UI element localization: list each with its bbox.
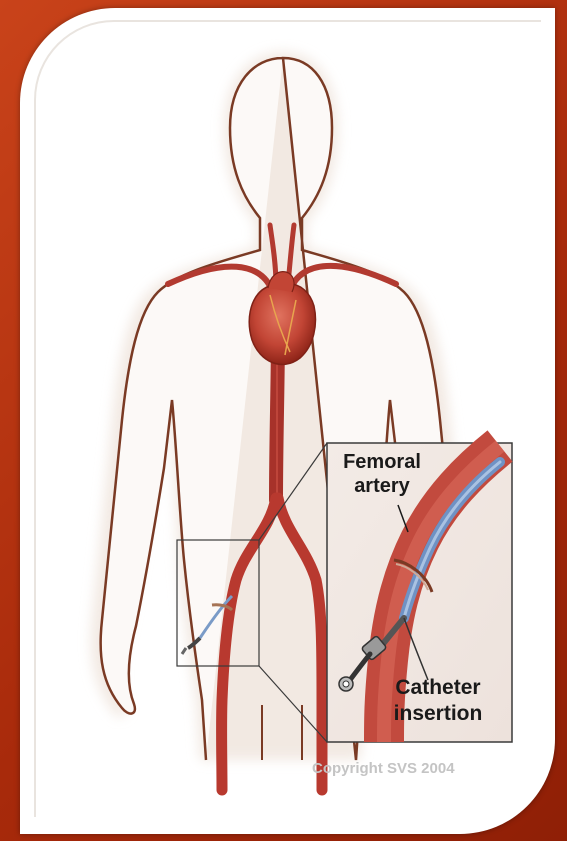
catheter-insertion-label-line1: Catheter — [378, 676, 498, 700]
femoral-artery-label-line2: artery — [332, 475, 432, 498]
copyright-notice: Copyright SVS 2004 — [312, 760, 455, 777]
catheter-insertion-label-line2: insertion — [378, 702, 498, 726]
femoral-artery-label-line1: Femoral — [332, 451, 432, 474]
